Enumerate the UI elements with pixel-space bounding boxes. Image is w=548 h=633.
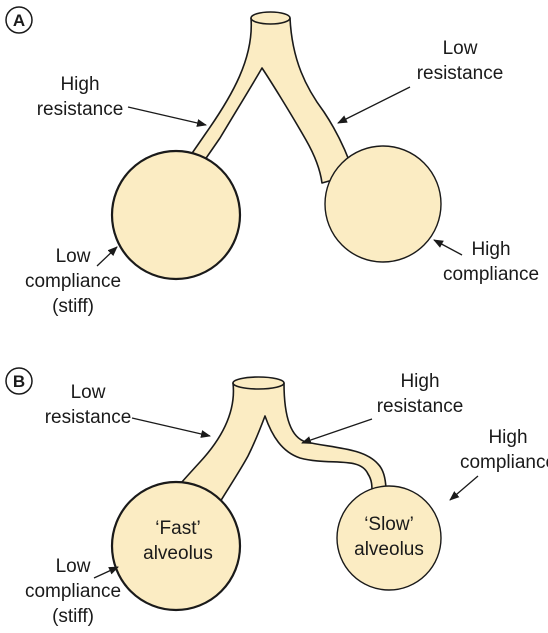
panel-a-right-airway-label: Low resistance: [417, 38, 504, 84]
panel-a-airway-tree: [186, 18, 354, 183]
svg-text:alveolus: alveolus: [143, 543, 213, 564]
panel-a-letter: A: [13, 11, 25, 30]
panel-b: B ‘Fast’ alveolus ‘Slow’ alveolus Low re…: [6, 368, 548, 627]
panel-b-left-compliance-label: Low compliance (stiff): [25, 556, 121, 627]
svg-text:High: High: [488, 427, 527, 448]
svg-text:(stiff): (stiff): [52, 606, 94, 627]
panel-a-badge: A: [6, 7, 32, 33]
svg-text:High: High: [400, 371, 439, 392]
svg-text:High: High: [60, 74, 99, 95]
panel-a-left-alveolus-arrow: [97, 247, 117, 266]
svg-text:resistance: resistance: [37, 99, 124, 120]
panel-b-left-airway-arrow: [132, 418, 210, 436]
svg-text:resistance: resistance: [417, 63, 504, 84]
svg-text:Low: Low: [71, 382, 106, 403]
panel-b-trachea-opening: [233, 377, 284, 389]
svg-text:‘Slow’: ‘Slow’: [364, 514, 414, 535]
svg-text:compliance: compliance: [443, 264, 539, 285]
svg-text:compliance: compliance: [25, 581, 121, 602]
svg-text:High: High: [471, 239, 510, 260]
panel-a-left-airway-label: High resistance: [37, 74, 124, 120]
panel-a-right-alveolus-label: High compliance: [443, 239, 539, 285]
svg-text:resistance: resistance: [45, 407, 132, 428]
panel-a-trachea-opening: [251, 12, 290, 24]
panel-b-right-compliance-arrow: [450, 476, 478, 500]
svg-text:‘Fast’: ‘Fast’: [155, 518, 200, 539]
svg-text:(stiff): (stiff): [52, 296, 94, 317]
panel-b-right-airway-label: High resistance: [377, 371, 464, 417]
panel-b-left-airway-label: Low resistance: [45, 382, 132, 428]
panel-a-right-alveolus: [325, 146, 441, 262]
panel-a: A High resistance Low resistance Low com…: [6, 7, 539, 317]
svg-text:Low: Low: [56, 556, 91, 577]
panel-a-left-alveolus: [112, 151, 240, 279]
svg-text:Low: Low: [56, 246, 91, 267]
panel-a-right-alveolus-arrow: [434, 240, 462, 255]
svg-text:compliance: compliance: [460, 452, 548, 473]
panel-b-letter: B: [13, 372, 25, 391]
svg-text:resistance: resistance: [377, 396, 464, 417]
panel-b-right-compliance-label: High compliance: [460, 427, 548, 473]
panel-b-right-airway-arrow: [302, 419, 372, 443]
panel-a-left-airway-arrow: [128, 107, 206, 125]
panel-a-right-airway-arrow: [338, 87, 410, 123]
svg-text:compliance: compliance: [25, 271, 121, 292]
svg-text:Low: Low: [443, 38, 478, 59]
panel-b-left-compliance-arrow: [94, 567, 118, 578]
svg-text:alveolus: alveolus: [354, 539, 424, 560]
panel-b-slow-alveolus: [337, 486, 441, 590]
panel-b-badge: B: [6, 368, 32, 394]
